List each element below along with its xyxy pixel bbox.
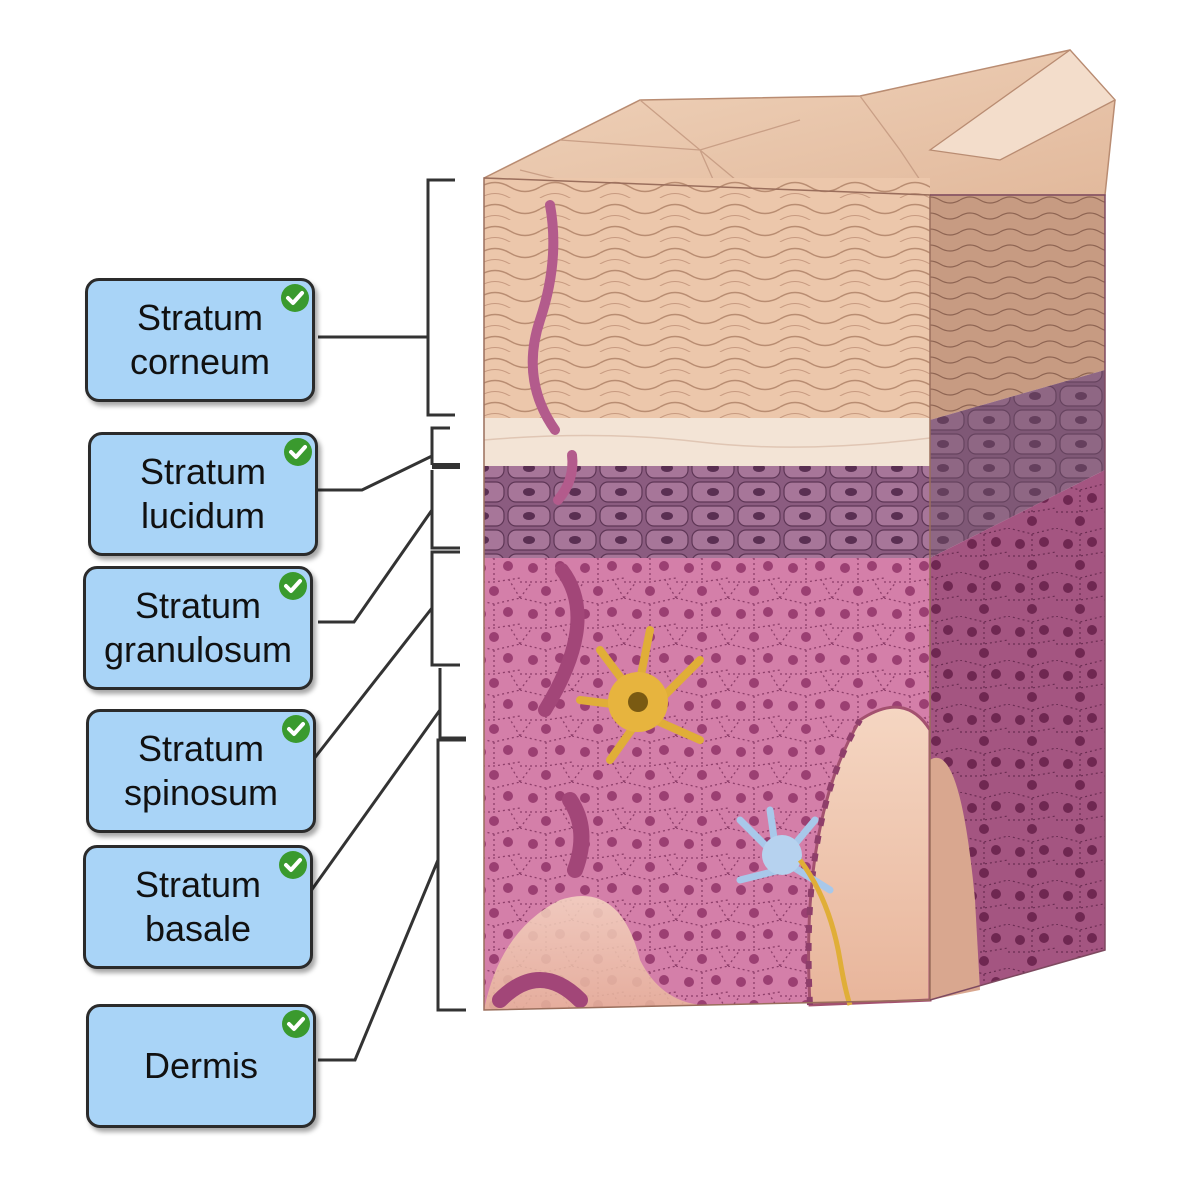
label-stratum-spinosum[interactable]: Stratum spinosum [86,709,316,833]
checkmark-icon [279,851,307,879]
dendritic-cell [736,806,853,1006]
melanocyte [576,626,704,764]
label-text: Stratum granulosum [103,585,293,670]
leader-dermis [318,859,440,1062]
label-text: Stratum lucidum [139,451,267,536]
label-text: Stratum spinosum [123,728,279,813]
label-text: Stratum basale [134,864,262,949]
stratum-corneum-layer [484,178,930,418]
label-stratum-granulosum[interactable]: Stratum granulosum [83,566,313,690]
nerve-fiber [527,200,560,435]
stratum-granulosum-layer [484,466,930,558]
checkmark-icon [284,438,312,466]
side-granulosum [930,370,1105,558]
checkmark-icon [281,284,309,312]
checkmark-icon [282,715,310,743]
stratum-lucidum-layer [484,418,930,466]
leader-basale [306,709,442,896]
label-dermis[interactable]: Dermis [86,1004,316,1128]
leader-granulosum [318,509,434,624]
side-corneum [930,195,1105,420]
leader-lucidum [318,454,433,492]
label-stratum-basale[interactable]: Stratum basale [83,845,313,969]
label-stratum-corneum[interactable]: Stratum corneum [85,278,315,402]
side-spinosum [930,470,1105,1000]
label-text: Stratum corneum [129,297,271,382]
checkmark-icon [279,572,307,600]
leader-spinosum [311,607,434,761]
layer-brackets [306,178,466,1062]
label-stratum-lucidum[interactable]: Stratum lucidum [88,432,318,556]
label-text: Dermis [144,1045,258,1086]
checkmark-icon [282,1010,310,1038]
